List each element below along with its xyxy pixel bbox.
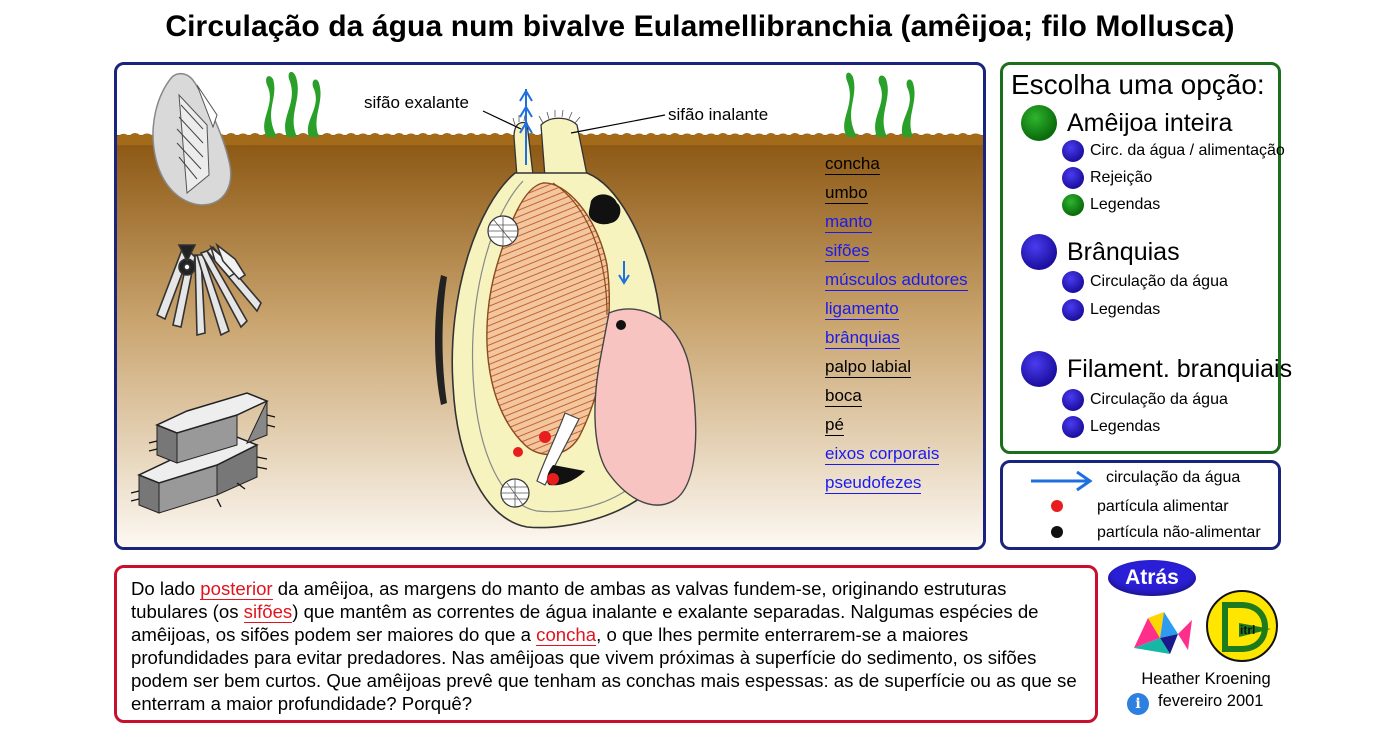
label-inhalant-siphon: sifão inalante [668, 105, 769, 124]
structure-item-sifoes[interactable]: sifões [825, 241, 870, 262]
link-shell[interactable]: concha [536, 624, 597, 646]
link-siphons[interactable]: sifões [243, 601, 293, 623]
option-whole-clam-circulation[interactable]: Circ. da água / alimentação [1062, 140, 1285, 162]
clam-body [435, 109, 697, 529]
page-title: Circulação da água num bivalve Eulamelli… [165, 10, 1235, 43]
ditrl-logo-icon[interactable]: itrl [1205, 589, 1279, 663]
option-gills-labels[interactable]: Legendas [1062, 299, 1160, 321]
water-flow-arrow-icon [1031, 470, 1093, 492]
structure-item-branquias[interactable]: brânquias [825, 328, 900, 349]
blue-radio-icon[interactable] [1062, 389, 1084, 411]
structure-item-musculos-adutores[interactable]: músculos adutores [825, 270, 968, 291]
option-whole-clam-labels[interactable]: Legendas [1062, 194, 1160, 216]
key-food-particle: partícula alimentar [1097, 498, 1229, 515]
inhalant-siphon [540, 117, 588, 178]
option-whole-clam-rejection[interactable]: Rejeição [1062, 167, 1152, 189]
link-posterior[interactable]: posterior [200, 578, 273, 600]
foot [594, 308, 697, 506]
structure-list: concha umbo manto sifões músculos adutor… [825, 153, 968, 501]
blue-radio-icon[interactable] [1062, 140, 1084, 162]
date-credit: fevereiro 2001 [1158, 692, 1264, 710]
food-particle-icon [1051, 500, 1063, 512]
option-gill-filaments-labels[interactable]: Legendas [1062, 416, 1160, 438]
label-exhalant-siphon: sifão exalante [364, 93, 469, 112]
green-radio-icon[interactable] [1062, 194, 1084, 216]
clam-diagram [117, 71, 983, 547]
exhalant-siphon [513, 121, 534, 178]
structure-item-pseudofezes[interactable]: pseudofezes [825, 473, 922, 494]
non-food-particle-icon [1051, 526, 1063, 538]
key-non-food-particle: partícula não-alimentar [1097, 524, 1261, 541]
option-gills[interactable]: Brânquias [1021, 234, 1180, 270]
structure-item-palpo-labial[interactable]: palpo labial [825, 357, 912, 378]
seaweed-right [844, 72, 915, 137]
blue-radio-icon[interactable] [1062, 416, 1084, 438]
blue-radio-icon[interactable] [1062, 167, 1084, 189]
options-panel: Escolha uma opção: Amêijoa inteira Circ.… [1000, 62, 1292, 454]
structure-item-ligamento[interactable]: ligamento [825, 299, 899, 320]
green-radio-icon[interactable] [1021, 105, 1057, 141]
key-panel: circulação da água partícula alimentar p… [1000, 460, 1281, 550]
diagram-panel: sifão exalante sifão inalante concha umb… [114, 62, 986, 550]
seaweed-left [264, 71, 321, 137]
blue-radio-icon[interactable] [1021, 351, 1057, 387]
structure-item-eixos-corporais[interactable]: eixos corporais [825, 444, 940, 465]
author-credit: Heather Kroening [1141, 670, 1271, 688]
adductor-muscle-anterior [500, 478, 530, 508]
option-gill-filaments-circulation[interactable]: Circulação da água [1062, 389, 1228, 411]
option-gills-circulation[interactable]: Circulação da água [1062, 271, 1228, 293]
structure-item-boca[interactable]: boca [825, 386, 862, 407]
option-gill-filaments[interactable]: Filament. branquiais [1021, 351, 1292, 387]
thumb-whole-clam[interactable] [152, 72, 232, 206]
blue-radio-icon[interactable] [1021, 234, 1057, 270]
ditrl-logo-text: itrl [1240, 623, 1255, 637]
thumb-gills[interactable] [155, 242, 262, 337]
water-flow-arrows [519, 89, 630, 285]
info-icon[interactable]: i [1127, 693, 1149, 715]
thumb-gill-filaments[interactable] [130, 392, 276, 514]
back-button[interactable]: Atrás [1108, 560, 1196, 596]
description-text: Do lado posterior da amêijoa, as margens… [131, 578, 1077, 714]
structure-item-manto[interactable]: manto [825, 212, 873, 233]
option-whole-clam[interactable]: Amêijoa inteira [1021, 105, 1232, 141]
structure-item-pe[interactable]: pé [825, 415, 844, 436]
description-box: Do lado posterior da amêijoa, as margens… [114, 565, 1098, 723]
colorful-logo-icon[interactable] [1130, 608, 1196, 658]
structure-item-concha[interactable]: concha [825, 154, 880, 175]
key-water-flow: circulação da água [1106, 469, 1241, 486]
blue-radio-icon[interactable] [1062, 299, 1084, 321]
blue-radio-icon[interactable] [1062, 271, 1084, 293]
options-heading: Escolha uma opção: [1011, 69, 1265, 100]
structure-item-umbo[interactable]: umbo [825, 183, 868, 204]
adductor-muscle-posterior [487, 215, 519, 247]
